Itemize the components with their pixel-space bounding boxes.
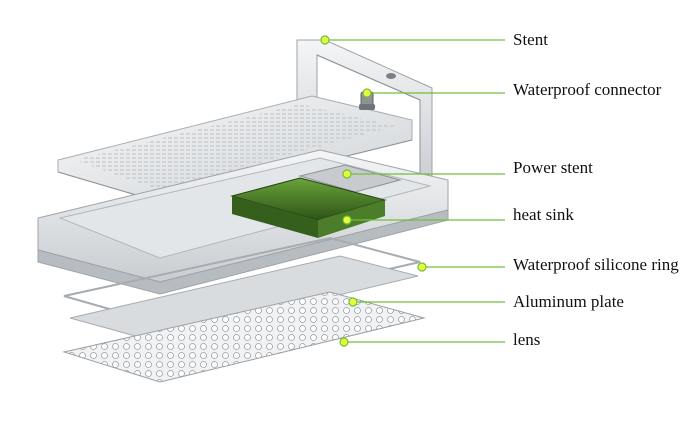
label-stent: Stent: [513, 30, 548, 49]
lens-array: [62, 291, 426, 383]
power-stent: [298, 164, 402, 193]
label-power-stent: Power stent: [513, 158, 593, 177]
label-aluminum-plate: Aluminum plate: [513, 292, 624, 311]
aluminum-plates: [69, 255, 419, 341]
leader-lines: [320, 35, 505, 347]
heat-sink: [230, 177, 387, 238]
label-lens: lens: [513, 330, 541, 349]
label-waterproof-connector: Waterproof connector: [513, 80, 662, 99]
label-heat-sink: heat sink: [513, 205, 574, 224]
top-cover: [57, 95, 413, 203]
label-waterproof-silicone-ring: Waterproof silicone ring: [513, 255, 679, 274]
